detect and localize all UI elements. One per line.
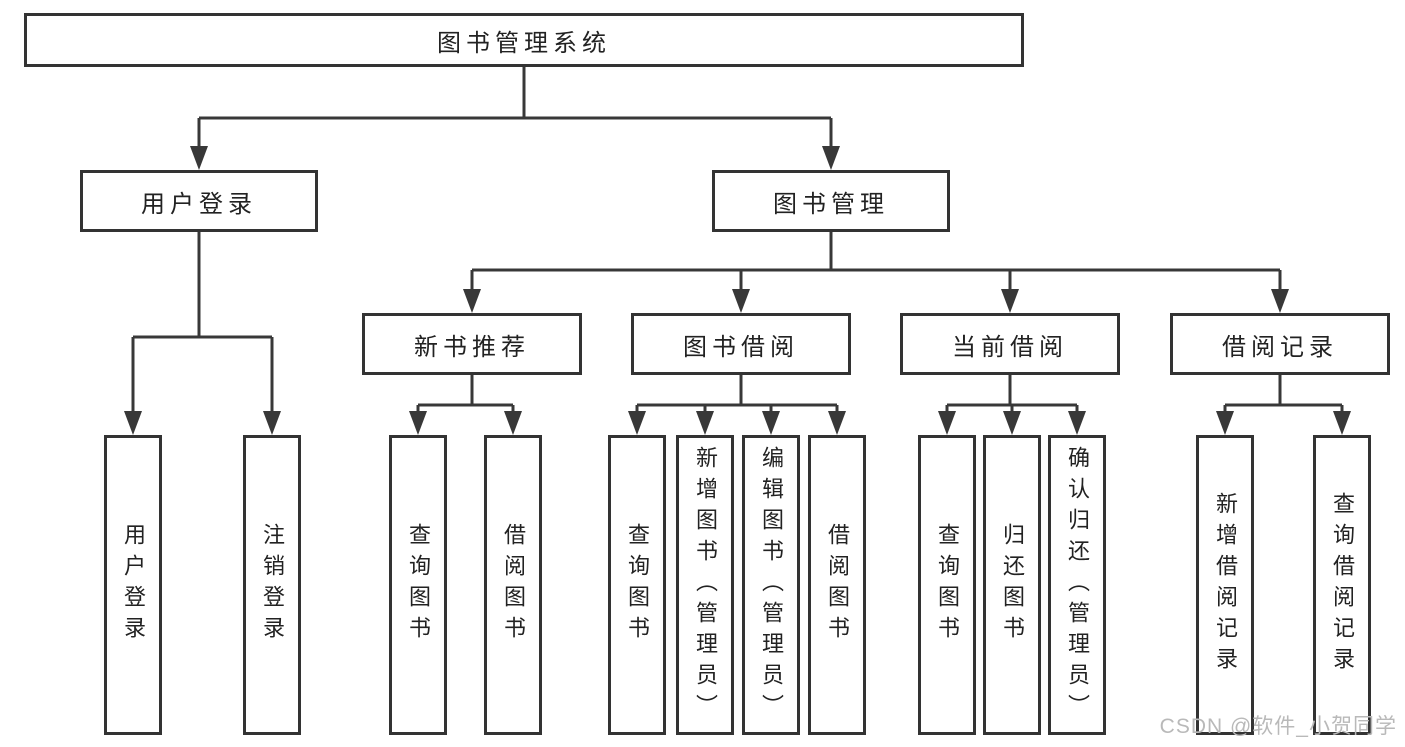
leaf-logout: 注销登录 bbox=[243, 435, 301, 735]
leaf-label: 借阅图书 bbox=[825, 523, 850, 647]
leaf-label: 查询借阅记录 bbox=[1330, 492, 1355, 678]
leaf-confirm-return-admin: 确认归还（管理员） bbox=[1048, 435, 1106, 735]
leaf-user-login: 用户登录 bbox=[104, 435, 162, 735]
leaf-label: 查询图书 bbox=[625, 523, 650, 647]
leaf-query-books-borrowing: 查询图书 bbox=[608, 435, 666, 735]
connector-borrowing-to-leaves bbox=[628, 375, 846, 435]
leaf-label: 查询图书 bbox=[406, 523, 431, 647]
leaf-borrow-books-borrowing: 借阅图书 bbox=[808, 435, 866, 735]
node-library-system-root: 图书管理系统 bbox=[24, 13, 1024, 67]
connector-newbooks-to-leaves bbox=[409, 375, 522, 435]
connector-root-to-level2 bbox=[190, 67, 840, 170]
node-label: 当前借阅 bbox=[952, 333, 1068, 361]
node-borrow-records: 借阅记录 bbox=[1170, 313, 1390, 375]
node-label: 图书借阅 bbox=[683, 333, 799, 361]
connector-userlogin-to-leaves bbox=[124, 232, 281, 435]
leaf-query-books-current: 查询图书 bbox=[918, 435, 976, 735]
node-new-book-recommend: 新书推荐 bbox=[362, 313, 582, 375]
leaf-label: 编辑图书（管理员） bbox=[759, 445, 784, 725]
connector-records-to-leaves bbox=[1216, 375, 1351, 435]
leaf-label: 新增图书（管理员） bbox=[693, 445, 718, 725]
node-label: 图书管理 bbox=[773, 190, 889, 218]
leaf-label: 注销登录 bbox=[260, 523, 285, 647]
connector-bookmgmt-to-level3 bbox=[463, 232, 1289, 313]
leaf-query-borrow-record: 查询借阅记录 bbox=[1313, 435, 1371, 735]
node-user-login: 用户登录 bbox=[80, 170, 318, 232]
node-book-borrowing: 图书借阅 bbox=[631, 313, 851, 375]
leaf-query-books-newbooks: 查询图书 bbox=[389, 435, 447, 735]
leaf-label: 借阅图书 bbox=[501, 523, 526, 647]
leaf-borrow-books-newbooks: 借阅图书 bbox=[484, 435, 542, 735]
node-label: 借阅记录 bbox=[1222, 333, 1338, 361]
leaf-label: 新增借阅记录 bbox=[1213, 492, 1238, 678]
node-book-management: 图书管理 bbox=[712, 170, 950, 232]
leaf-label: 用户登录 bbox=[121, 523, 146, 647]
node-label: 图书管理系统 bbox=[437, 29, 611, 57]
leaf-add-books-admin: 新增图书（管理员） bbox=[676, 435, 734, 735]
watermark-text: CSDN @软件_小贺同学 bbox=[1159, 715, 1397, 738]
node-current-borrowing: 当前借阅 bbox=[900, 313, 1120, 375]
leaf-label: 确认归还（管理员） bbox=[1065, 445, 1090, 725]
leaf-edit-books-admin: 编辑图书（管理员） bbox=[742, 435, 800, 735]
leaf-return-books: 归还图书 bbox=[983, 435, 1041, 735]
leaf-label: 归还图书 bbox=[1000, 523, 1025, 647]
node-label: 用户登录 bbox=[141, 190, 257, 218]
leaf-add-borrow-record: 新增借阅记录 bbox=[1196, 435, 1254, 735]
connector-current-to-leaves bbox=[938, 375, 1086, 435]
node-label: 新书推荐 bbox=[414, 333, 530, 361]
leaf-label: 查询图书 bbox=[935, 523, 960, 647]
